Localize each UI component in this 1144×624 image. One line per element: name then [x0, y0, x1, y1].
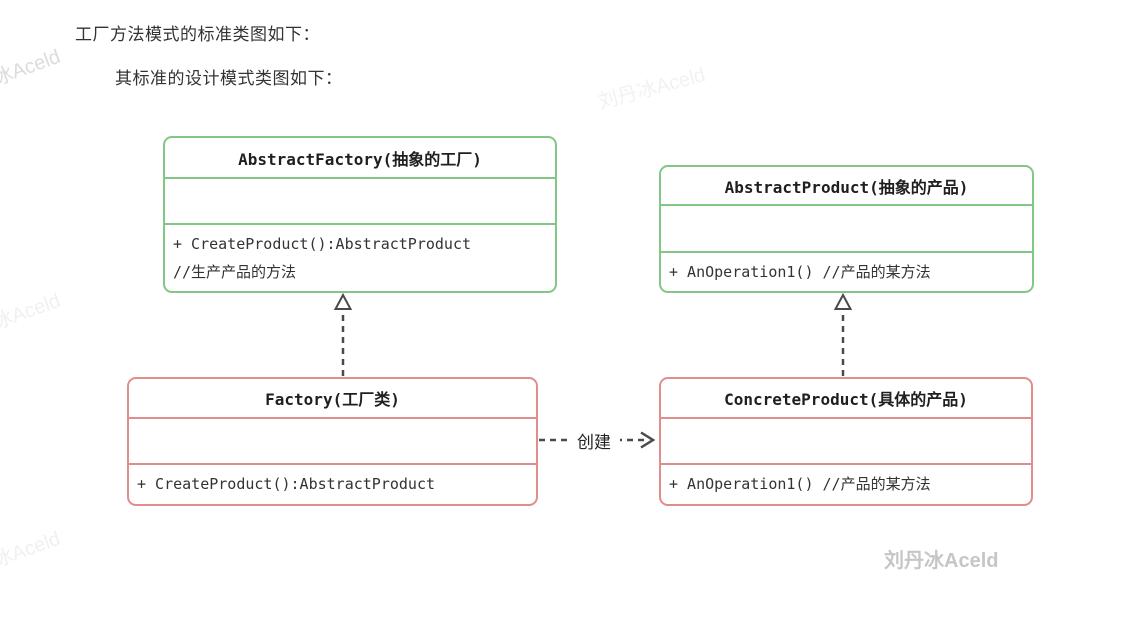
watermark-text: 刘丹冰Aceld: [0, 45, 64, 105]
class-box-abstract-factory: AbstractFactory(抽象的工厂) + CreateProduct()…: [163, 136, 557, 293]
open-arrowhead: [640, 431, 656, 449]
class-attributes-empty: [129, 419, 536, 465]
class-title: Factory(工厂类): [129, 379, 536, 419]
class-methods: + CreateProduct():AbstractProduct: [129, 465, 536, 504]
class-attributes-empty: [165, 179, 555, 225]
method-line: + CreateProduct():AbstractProduct: [137, 475, 436, 493]
realization-arrow-product: [833, 292, 853, 376]
class-methods: + CreateProduct():AbstractProduct //生产产品…: [165, 225, 555, 291]
class-box-factory: Factory(工厂类) + CreateProduct():AbstractP…: [127, 377, 538, 506]
page-title: 工厂方法模式的标准类图如下：: [75, 25, 320, 44]
class-attributes-empty: [661, 419, 1031, 465]
watermark-text: 刘丹冰Aceld: [0, 527, 64, 587]
class-methods: + AnOperation1() //产品的某方法: [661, 465, 1031, 504]
page-subtitle: 其标准的设计模式类图如下：: [115, 69, 343, 88]
class-methods: + AnOperation1() //产品的某方法: [661, 253, 1032, 291]
class-title: ConcreteProduct(具体的产品): [661, 379, 1031, 419]
watermark-text: 刘丹冰Aceld: [595, 64, 708, 114]
hollow-triangle-arrowhead: [833, 292, 853, 310]
method-line: + AnOperation1() //产品的某方法: [669, 475, 931, 493]
class-attributes-empty: [661, 206, 1032, 253]
class-box-concrete-product: ConcreteProduct(具体的产品) + AnOperation1() …: [659, 377, 1033, 506]
author-signature-watermark: 刘丹冰Aceld: [884, 550, 999, 572]
dependency-arrow-label: 创建: [568, 428, 620, 453]
method-line: + AnOperation1() //产品的某方法: [669, 263, 931, 281]
method-line: + CreateProduct():AbstractProduct: [173, 235, 472, 253]
class-box-abstract-product: AbstractProduct(抽象的产品) + AnOperation1() …: [659, 165, 1034, 293]
watermark-text: 刘丹冰Aceld: [0, 289, 64, 349]
hollow-triangle-arrowhead: [333, 292, 353, 310]
class-title: AbstractFactory(抽象的工厂): [165, 138, 555, 179]
realization-arrow-factory: [333, 292, 353, 376]
method-comment-line: //生产产品的方法: [173, 263, 297, 281]
class-title: AbstractProduct(抽象的产品): [661, 167, 1032, 206]
